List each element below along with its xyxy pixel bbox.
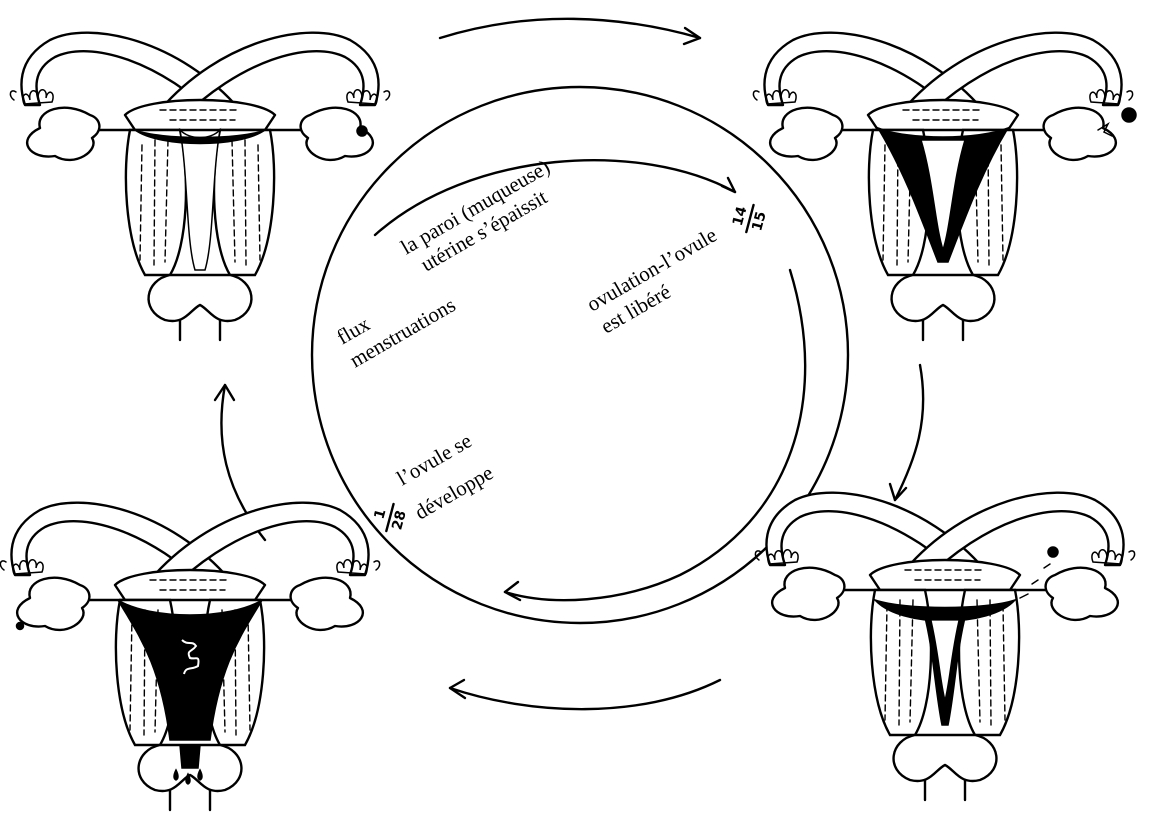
egg-icon [17,623,24,630]
uterus-stage-egg-in-ovary [10,33,389,340]
uterus-stage-egg-in-tube [755,493,1134,800]
egg-icon [1048,547,1058,557]
uterus-stage-menstruation [0,503,379,810]
day-marker-ovulation: 14 15 [729,200,771,236]
egg-icon [357,126,367,136]
egg-icon [1122,108,1136,122]
day-marker-start: 1 28 [369,499,411,535]
svg-text:1: 1 [372,507,390,521]
uterus-stage-ovulation [753,33,1136,340]
